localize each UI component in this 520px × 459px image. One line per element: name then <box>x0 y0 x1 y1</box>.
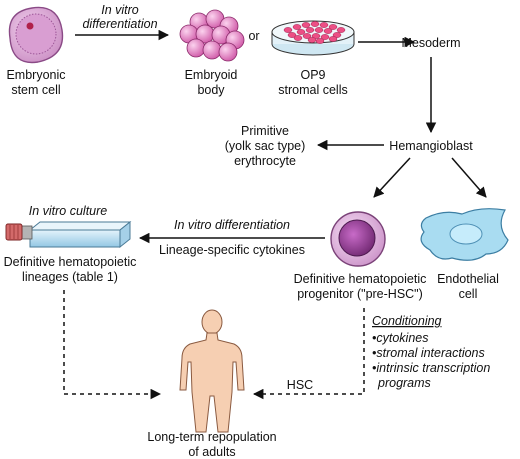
conditioning-item-1: •cytokines <box>372 331 428 345</box>
op9-label-line1: OP9 <box>300 68 325 82</box>
in-vitro-differentiation-top-line1: In vitro <box>101 3 139 17</box>
embryonic-label-line2: stem cell <box>11 83 60 97</box>
hemangioblast-label: Hemangioblast <box>389 139 473 153</box>
progenitor-cell-icon <box>330 211 386 267</box>
conditioning-item-2: •stromal interactions <box>372 346 485 360</box>
embryonic-label-line1: Embryonic <box>6 68 65 82</box>
mesoderm-label: Mesoderm <box>401 36 460 50</box>
conditioning-item-3: •intrinsic transcription <box>372 361 490 375</box>
embryoid-body-icon <box>179 9 245 62</box>
repopulation-label-line1: Long-term repopulation <box>147 430 276 444</box>
endothelial-cell-icon <box>420 208 509 261</box>
arrow-lineages-to-repopulation <box>63 290 162 400</box>
petri-dish-icon <box>271 20 355 56</box>
progenitor-label-line1: Definitive hematopoietic <box>294 272 427 286</box>
in-vitro-differentiation-top-line2: differentiation <box>82 17 157 31</box>
erythrocyte-label-line3: erythrocyte <box>234 154 296 168</box>
lineage-specific-cytokines-label: Lineage-specific cytokines <box>159 243 305 257</box>
embryoid-label-line2: body <box>197 83 225 97</box>
arrow-hemangioblast-to-endothelial <box>451 157 487 198</box>
conditioning-title: Conditioning <box>372 314 442 328</box>
in-vitro-differentiation-mid-label: In vitro differentiation <box>174 218 290 232</box>
erythrocyte-label-line2: (yolk sac type) <box>225 139 306 153</box>
embryonic-stem-cell-icon <box>8 6 64 64</box>
hsc-label: HSC <box>287 378 313 392</box>
embryoid-label-line1: Embryoid <box>185 68 238 82</box>
conditioning-item-4: programs <box>377 376 431 390</box>
in-vitro-culture-label: In vitro culture <box>29 204 108 218</box>
lineages-label-line2: lineages (table 1) <box>22 270 118 284</box>
repopulation-label-line2: of adults <box>188 445 235 459</box>
human-figure-icon <box>179 309 245 433</box>
culture-flask-icon <box>5 220 132 249</box>
or-label: or <box>248 29 259 43</box>
progenitor-label-line2: progenitor ("pre-HSC") <box>297 287 423 301</box>
lineages-label-line1: Definitive hematopoietic <box>4 255 137 269</box>
erythrocyte-label-line1: Primitive <box>241 124 289 138</box>
arrows <box>63 29 487 400</box>
arrow-hemangioblast-to-progenitor <box>373 157 411 198</box>
endothelial-label-line1: Endothelial <box>437 272 499 286</box>
op9-label-line2: stromal cells <box>278 83 347 97</box>
endothelial-label-line2: cell <box>459 287 478 301</box>
